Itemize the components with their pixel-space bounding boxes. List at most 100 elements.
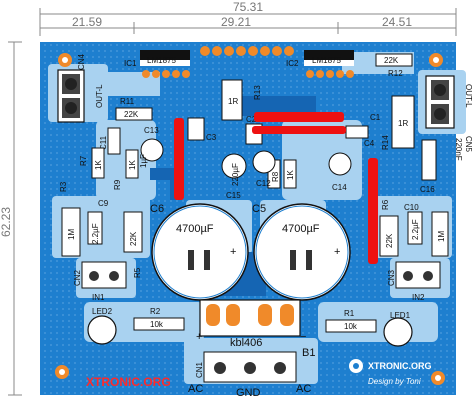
r5-label: R5 [133,267,142,278]
c11-body [107,127,121,155]
c6-label: C6 [150,203,164,215]
c4-label: C4 [364,139,375,148]
c9-value: 2.2µF [91,223,100,244]
c14-body [328,152,352,176]
r9-label: R9 [113,179,122,190]
r1-value: 10k [344,322,358,331]
r14-body [391,95,415,149]
c15-label: C15 [226,191,241,200]
ic1-label: IC1 [124,59,137,68]
c5-plus: + [334,246,340,258]
cn2-label: CN2 [73,269,82,286]
c9-body [87,211,103,245]
led2-label: LED2 [92,307,113,316]
c6-plus: + [230,246,236,258]
r4-value: 1M [437,231,446,242]
c15-body [221,153,247,179]
r7-label: R7 [79,155,88,166]
gnd-label: GND [236,387,261,399]
r11-label: R11 [120,97,135,106]
r12-value: 22K [384,56,399,65]
r7-body [91,147,105,179]
ic1 [140,50,190,78]
r13-label: R13 [253,85,262,100]
ic2 [304,50,354,78]
led1-body [383,317,413,347]
r14-value: 1R [398,119,408,128]
c6-value: 4700µF [176,223,214,235]
r4-body [431,211,449,257]
xtronic-logo [349,359,363,373]
c5-value: 4700µF [282,223,320,235]
c2-label: C2 [246,115,257,124]
r8-label: R8 [271,171,280,182]
cn4-terminal [57,69,85,123]
c10-body [407,211,423,245]
cn1-connector [203,351,297,383]
bridge-rectifier [199,299,301,337]
cn3-label: CN3 [387,269,396,286]
dim-middle: 29.21 [221,15,251,29]
c1-body [345,125,369,139]
out-l-right-label: OUT-L [464,84,473,108]
c9-label: C9 [98,199,109,208]
c1-label: C1 [370,113,381,122]
c13-label: C13 [144,126,159,135]
c12-label: C12 [256,179,271,188]
r14-label: R14 [381,135,390,150]
watermark-text: XTRONIC.ORG [86,375,171,389]
dim-right: 24.51 [382,15,412,29]
r10-value: 1K [286,170,295,180]
r13-body [221,79,243,121]
cn4-label: CN4 [77,53,86,70]
c5-label: C5 [252,203,266,215]
designer-text: Design by Toni [368,377,421,386]
led1-label: LED1 [390,311,411,320]
c13-body [140,138,164,162]
out-l-left-label: OUT-L [95,84,104,108]
cn1-label: CN1 [195,361,204,378]
in2-label: IN2 [412,293,425,302]
ac-left-label: AC [188,383,203,395]
logo-text: XTRONIC.ORG [368,361,432,371]
ic2-part: LM1875 [312,56,341,65]
cn3-connector [395,261,441,289]
r9-value: 1K [128,160,137,170]
b1-label: B1 [302,347,315,359]
c16-value: 220nF [454,138,463,161]
ic2-label: IC2 [286,59,299,68]
in1-label: IN1 [92,293,105,302]
dim-left: 21.59 [72,15,102,29]
cn5-label: CN5 [464,136,473,153]
r5-value: 22K [129,231,138,246]
c12-body [252,150,276,174]
cn2-connector [81,261,127,289]
r6-value: 22K [385,233,394,248]
c3-body [187,117,205,141]
r5-body [123,211,143,253]
r1-body [325,319,377,333]
r7-value: 1K [94,160,103,170]
dim-total-width: 75.31 [233,0,263,14]
r9-body [125,149,139,179]
bridge-minus: − [300,331,306,343]
dimension-lines [8,8,457,396]
r6-body [379,215,399,257]
r2-label: R2 [150,307,161,316]
c14-label: C14 [332,183,347,192]
r10-body [283,159,297,189]
c10-label: C10 [404,203,419,212]
red-jumpers [174,112,378,264]
r1-label: R1 [344,309,355,318]
bridge-plus: + [196,331,202,343]
r3-label: R3 [59,181,68,192]
r13-value: 1R [228,97,238,106]
led2-body [87,315,117,345]
c11-label: C11 [99,135,108,150]
c13-value: 1µF [139,154,148,168]
bridge-label: kbl406 [230,337,262,349]
c16-body [421,139,437,181]
r11-body [115,107,153,121]
dim-height: 62.23 [0,207,13,237]
